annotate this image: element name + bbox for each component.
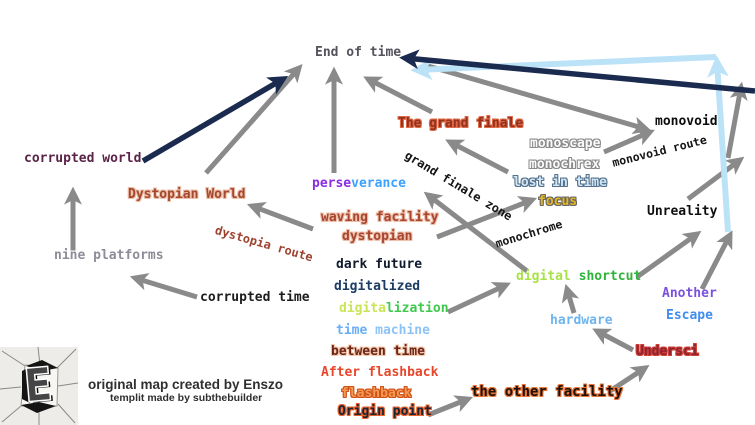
node-monochrex: monochrex [529,157,600,172]
node-end-of-time: End of time [315,45,402,60]
arrow-corner-to-top-right [725,81,748,159]
arrow-right-edge-to-End-of-time [399,49,755,94]
arrow-digital-shortcut-to-Unreality [635,230,702,280]
digital-shortcut-part-2: shortcut [578,269,642,284]
arrow-Origin-point-to-the-other-facility [427,395,474,418]
enszo-logo: E E [0,347,78,425]
node-nine-platforms: nine platforms [54,248,164,263]
arrow-Undersci-to-hardware [592,328,635,353]
node-monovoid: monovoid [655,114,718,129]
arrow-Dystopian-World-to-End-of-time [204,63,303,175]
node-waving-facility: waving facility [321,210,439,225]
node-another: Another [662,286,717,301]
node-perseverance: perseverance [312,176,406,191]
node-origin-point: Origin point [338,404,432,419]
node-corrupted-world: corrupted world [24,151,142,166]
node-the-other-facility: the other facility [471,384,623,400]
arrow-dystopian-to-focus [436,196,538,240]
arrow-waving-facility-to-Dystopian-World [246,202,314,232]
arrow-lost-in-time-to-The-grand-finale [445,139,510,175]
node-unreality: Unreality [647,204,718,219]
arrow-corrupted-time-to-nine-platforms [129,273,198,300]
arrow-corrupted-world-to-End-of-time [141,75,289,164]
node-dark-future: dark future [336,257,423,272]
node-dystopian-world: Dystopian World [128,187,246,202]
digitalization-part-1: digita [339,301,386,316]
node-escape: Escape [666,308,713,323]
node-corrupted-time: corrupted time [200,290,310,305]
arrow-the-other-facility-to-Undersci [608,365,650,394]
arrow-monoscape-to-monovoid [603,128,655,155]
node-digital-shortcut: digital shortcut [516,269,642,284]
digital-shortcut-part-1: digital [516,269,579,284]
node-after-flashback: After flashback [321,365,439,380]
svg-text:E: E [26,361,57,414]
arrow-Unreality-to-monovoid-route [686,156,745,201]
arrow-The-grand-finale-to-End-of-time [363,76,434,115]
node-flashback: flashback [341,386,412,401]
arrow-top-right-to-End-of-time [410,54,717,81]
node-time-machine: time machine [336,323,430,338]
arrow-Another-Escape-to-Unreality-corner [699,230,733,291]
arrow-hardware-to-digital-shortcut [561,283,580,314]
digitalization-part-2: lization [385,301,449,316]
node-hardware: hardware [550,313,613,328]
node-lost-in-time: lost in time [513,175,607,190]
node-the-grand-finale: The grand finale [398,116,524,131]
time-machine-part-1: time [336,323,376,338]
node-between-time: between time [331,344,425,359]
perseverance-part-2: verance [351,176,406,191]
node-undersci: Undersci [636,344,699,359]
arrow-digitalization-to-digital-shortcut [446,282,511,315]
svg-text:E: E [23,359,54,412]
node-digitalization: digitalization [339,301,449,316]
time-machine-part-2: machine [375,323,430,338]
credit-template-author: templit made by subthebuilder [110,392,263,404]
node-focus: focus [538,194,578,209]
perseverance-part-1: perse [312,176,352,191]
node-monoscape: monoscape [530,136,601,151]
node-digitalized: digitalized [334,279,421,294]
node-dystopian: dystopian [342,229,413,244]
credit-original-author: original map created by Enszo [88,377,284,392]
arrow-digital-shortcut-to-perseverance [423,191,529,273]
arrow-End-of-time-to-monovoid [427,63,652,135]
